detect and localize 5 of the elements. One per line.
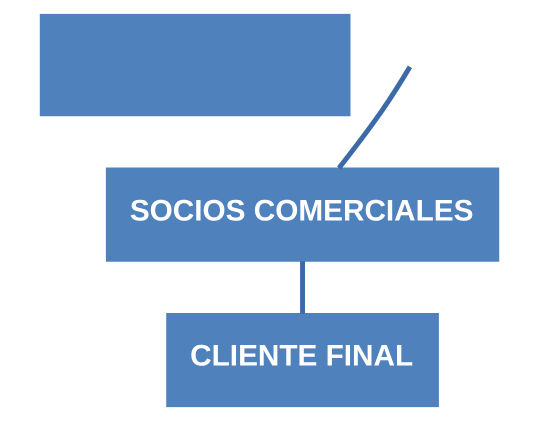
node-box: SOCIOS COMERCIALES (105, 168, 499, 262)
connector (300, 261, 305, 314)
node-box: CLIENTE FINAL (166, 312, 438, 408)
connector (336, 66, 412, 170)
node-box (39, 14, 350, 116)
